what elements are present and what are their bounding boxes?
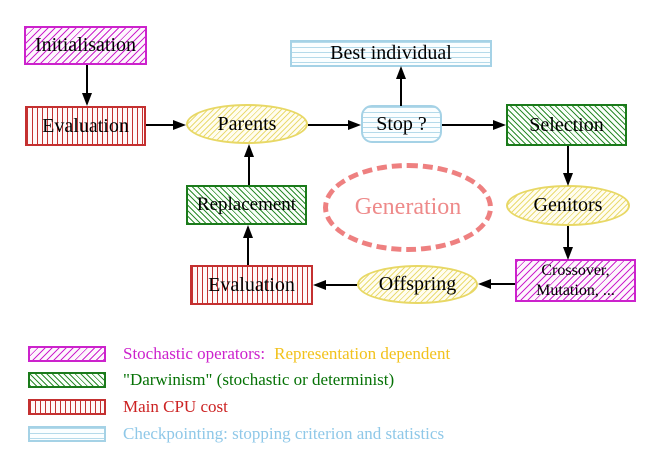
legend-label-main-cpu-cost: Main CPU cost bbox=[123, 397, 228, 416]
node-selection: Selection bbox=[506, 104, 627, 146]
legend-label-stochastic-operators: Stochastic operators: bbox=[123, 344, 266, 363]
node-offspring: Offspring bbox=[357, 265, 478, 304]
node-evaluation-bottom: Evaluation bbox=[190, 265, 313, 305]
node-offspring-label: Offspring bbox=[378, 273, 457, 295]
legend-label-darwinism: "Darwinism" (stochastic or determinist) bbox=[123, 370, 395, 389]
node-initialisation-label: Initialisation bbox=[34, 34, 137, 56]
node-evaluation-top-label: Evaluation bbox=[42, 114, 129, 137]
node-generation-cycle: Generation bbox=[323, 163, 493, 252]
legend-swatch-magenta-hatch bbox=[28, 346, 106, 362]
node-parents-label: Parents bbox=[217, 112, 277, 135]
legend-row-darwinism: "Darwinism" (stochastic or determinist) bbox=[28, 370, 394, 390]
node-genitors: Genitors bbox=[506, 185, 630, 226]
node-selection-label: Selection bbox=[529, 113, 604, 136]
legend-swatch-cyan-lines bbox=[28, 426, 106, 442]
node-stop: Stop ? bbox=[361, 105, 442, 143]
legend-row-stochastic: Stochastic operators: Representation dep… bbox=[28, 344, 450, 364]
node-stop-label: Stop ? bbox=[376, 112, 427, 135]
node-crossover-label: Crossover, bbox=[541, 261, 610, 279]
node-generation-label: Generation bbox=[354, 194, 462, 220]
legend-swatch-red-lines bbox=[28, 399, 106, 415]
legend-row-cpu-cost: Main CPU cost bbox=[28, 397, 228, 417]
node-parents: Parents bbox=[186, 104, 308, 144]
node-replacement: Replacement bbox=[186, 185, 307, 225]
node-evaluation-top: Evaluation bbox=[25, 106, 146, 146]
legend-swatch-green-hatch bbox=[28, 372, 106, 388]
legend-label-checkpointing: Checkpointing: stopping criterion and st… bbox=[123, 424, 445, 443]
node-evaluation-bottom-label: Evaluation bbox=[208, 273, 295, 296]
node-crossover-mutation: Crossover, Mutation, ... bbox=[515, 259, 636, 302]
legend-row-checkpointing: Checkpointing: stopping criterion and st… bbox=[28, 424, 444, 444]
node-genitors-label: Genitors bbox=[533, 194, 603, 216]
node-mutation-label: Mutation, ... bbox=[536, 281, 615, 299]
legend-label-representation-dependent: Representation dependent bbox=[274, 344, 451, 363]
node-initialisation: Initialisation bbox=[24, 26, 147, 65]
node-best-individual: Best individual bbox=[290, 40, 492, 67]
node-replacement-label: Replacement bbox=[196, 194, 297, 215]
node-best-individual-label: Best individual bbox=[330, 42, 452, 64]
